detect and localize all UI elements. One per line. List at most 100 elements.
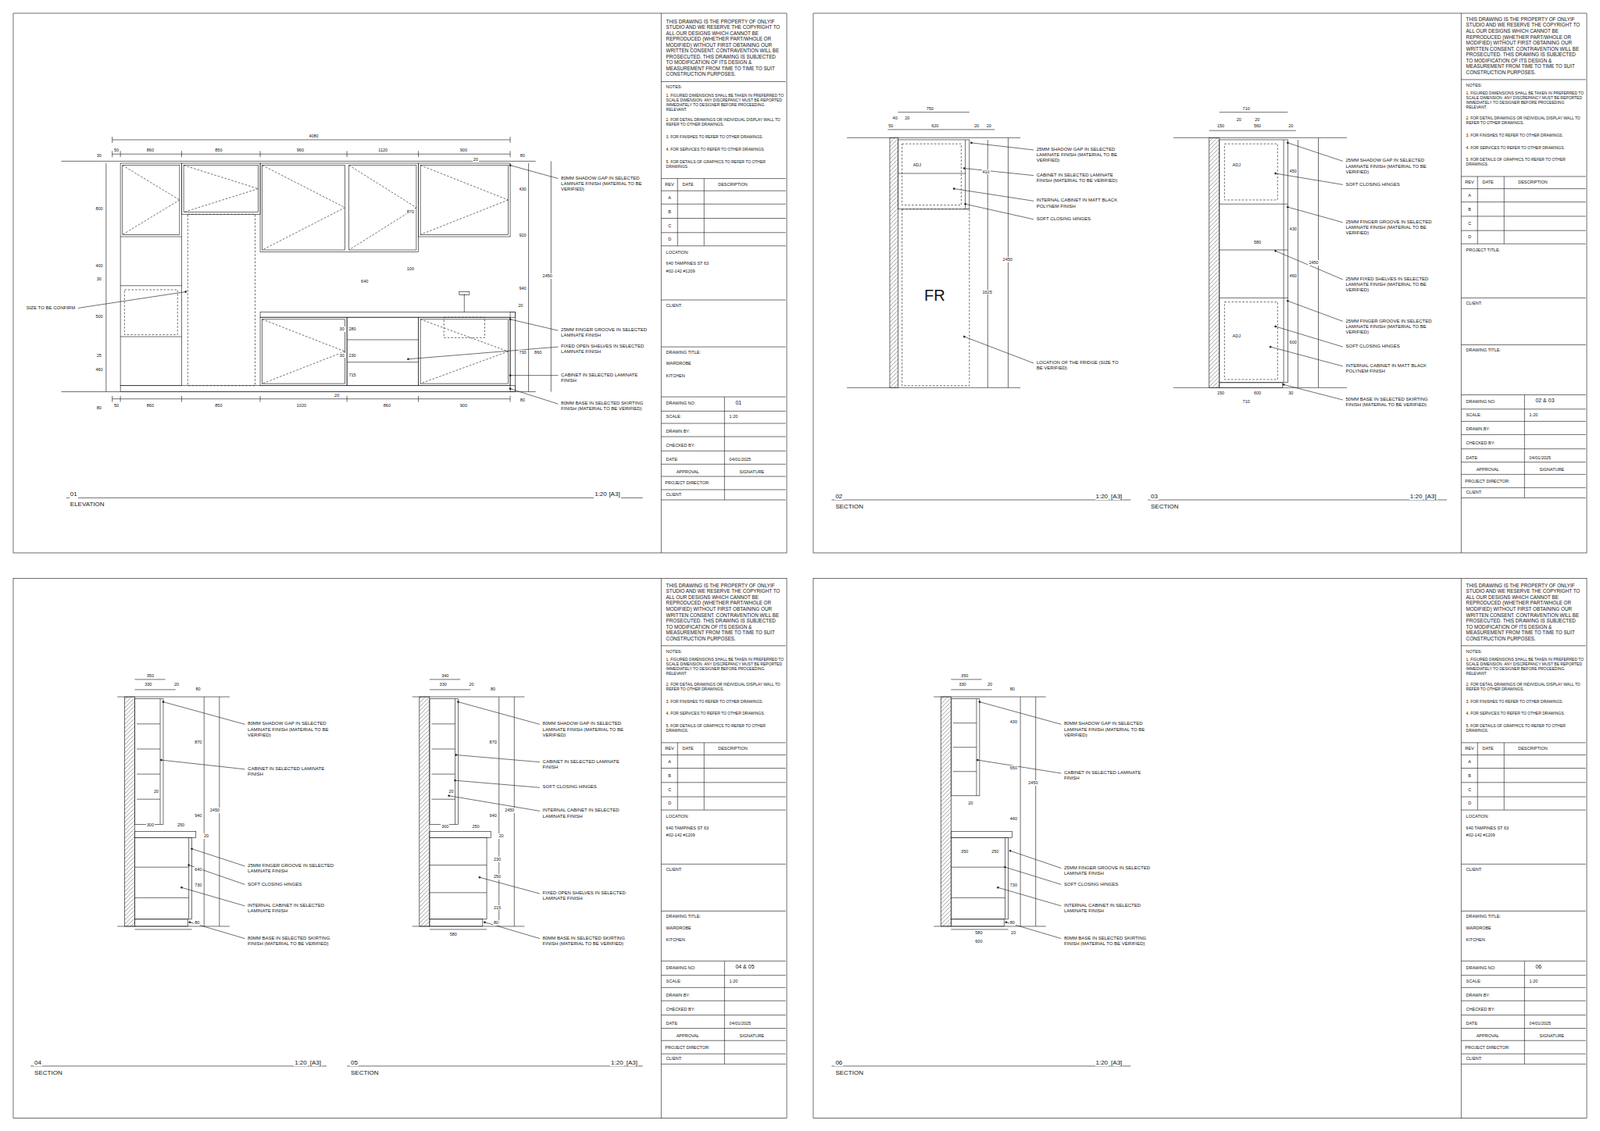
annotation: CABINET IN SELECTED LAMINATE FINISH — [542, 759, 632, 771]
dimension: 860 — [382, 403, 392, 409]
title-block-border — [660, 578, 662, 1119]
annotation: 25MM FINGER GROOVE IN SELECTED LAMINATE … — [246, 863, 336, 875]
title-block-rule — [1460, 297, 1586, 299]
leader-line — [1287, 300, 1343, 322]
leader-dot — [1286, 206, 1289, 208]
title-block-rule — [1460, 810, 1586, 811]
view-caption: 1:20 — [1409, 492, 1424, 501]
annotation: 80MM SHADOW GAP IN SELECTED LAMINATE FIN… — [246, 721, 336, 739]
dimension-tick — [120, 396, 122, 403]
dimension: 80 — [519, 397, 526, 404]
dimension: 710 — [1242, 106, 1251, 112]
general-note: 4. FOR SERVICES TO REFER TO OTHER DRAWIN… — [1465, 710, 1586, 716]
dimension-tick — [510, 136, 511, 143]
title-block-border — [1460, 13, 1462, 554]
dimension-tick — [510, 396, 511, 403]
title-block-text: A — [1467, 759, 1472, 765]
cabinet-outline — [950, 837, 1008, 919]
shelf-line — [950, 867, 1005, 868]
leader-dot — [963, 167, 965, 169]
dimension: 20 — [153, 789, 160, 795]
title-block-text: B — [1467, 773, 1472, 779]
annotation: 25MM FINGER GROOVE IN SELECTED LAMINATE … — [560, 327, 650, 339]
view-caption: 1:20 — [1095, 492, 1110, 501]
title-block-rule — [1460, 461, 1586, 463]
title-block-rule — [660, 987, 786, 989]
dimension: 730 — [193, 882, 203, 889]
shelf-line — [897, 173, 965, 175]
dimension: 100 — [406, 266, 415, 272]
title-block-text: PROJECT DIRECTOR: — [664, 1045, 711, 1051]
dimension: 2450 — [1027, 780, 1039, 786]
title-block-rule — [1460, 782, 1586, 783]
dimension: ADJ — [1232, 333, 1242, 340]
leader-dot — [1275, 250, 1277, 252]
title-block-text: A — [667, 759, 672, 765]
shelf-line — [953, 722, 977, 724]
title-block-rule — [660, 436, 786, 438]
general-note: 5. FOR DETAILS OF GRAPHICS TO REFER TO O… — [1465, 723, 1586, 733]
annotation: 80MM SHADOW GAP IN SELECTED LAMINATE FIN… — [542, 721, 632, 739]
title-block-text: NOTES: — [665, 649, 683, 655]
leader-dot — [1275, 325, 1277, 328]
leader-line — [1270, 346, 1343, 367]
title-block-text: DESCRIPTION — [717, 182, 749, 188]
shelf-line — [431, 748, 455, 750]
shelf-line — [120, 236, 182, 238]
title-block-text: DRAWING TITLE: — [665, 914, 702, 920]
leader-dot — [478, 876, 481, 879]
sink-bowl — [443, 317, 485, 338]
dimension-tick — [346, 396, 348, 403]
title-block-rule — [1460, 497, 1586, 499]
shelf-line — [429, 864, 487, 866]
dimension: 960 — [296, 147, 305, 154]
dimension: 80 — [195, 686, 202, 693]
shelf-line — [346, 339, 418, 340]
dimension: 800 — [95, 206, 104, 212]
dimension: 2450 — [503, 807, 515, 814]
leader-dot — [964, 203, 967, 205]
dimension: 80 — [193, 920, 200, 926]
title-block-text: CHECKED BY: — [1465, 1007, 1497, 1013]
title-block-text: PROJECT DIRECTOR: — [664, 480, 711, 486]
dimension: 430 — [518, 186, 528, 193]
dimension: 350 — [146, 673, 155, 679]
view-caption: 1:20 — [1095, 1059, 1110, 1068]
door-swing — [262, 207, 346, 250]
title-block-rule — [660, 782, 786, 783]
view-caption: ELEVATION — [69, 500, 106, 509]
dimension: 1625 — [982, 289, 993, 296]
title-block-text: SIGNATURE — [739, 1033, 766, 1040]
view-caption: [A3] — [625, 1059, 639, 1068]
leader-line — [997, 887, 1061, 907]
annotation: FIXED OPEN SHELVES IN SELECTED LAMINATE … — [560, 343, 650, 355]
dimension: 250 — [176, 822, 186, 829]
title-block-text: 1:20 — [1528, 412, 1540, 418]
dimension: 30 — [339, 353, 346, 359]
dimension: 640 — [193, 867, 203, 873]
dimension-tick — [120, 150, 122, 158]
title-block-rule — [1460, 434, 1586, 436]
door-line — [160, 699, 161, 825]
view-caption: 1:20 — [593, 490, 608, 499]
door-line — [188, 837, 190, 919]
title-block-rule — [1460, 474, 1586, 475]
title-block-text: CLIENT: — [665, 867, 683, 873]
title-block-rule — [1460, 1040, 1586, 1042]
title-block-text: DATE — [1482, 179, 1495, 186]
title-block-text: DATE: — [1465, 1021, 1480, 1027]
title-block-rule — [660, 1040, 786, 1042]
general-note: 3. FOR FINISHES TO REFER TO OTHER DRAWIN… — [665, 699, 786, 704]
dimension: 230 — [492, 857, 502, 863]
dimension: 860 — [533, 350, 543, 356]
cabinet-outline — [950, 699, 980, 797]
title-block-text: #02-142 #1209 — [665, 268, 697, 275]
annotation: 25MM SHADOW GAP IN SELECTED LAMINATE FIN… — [1345, 157, 1435, 175]
dimension: 940 — [518, 285, 528, 292]
sheet-border — [13, 578, 787, 1119]
dimension: 2450 — [209, 807, 221, 814]
title-block-text: #02-142 #1209 — [1465, 832, 1497, 839]
drawing-number: 01 — [734, 400, 743, 407]
title-block-text: B — [1467, 207, 1472, 213]
title-block-rule — [1460, 175, 1586, 177]
